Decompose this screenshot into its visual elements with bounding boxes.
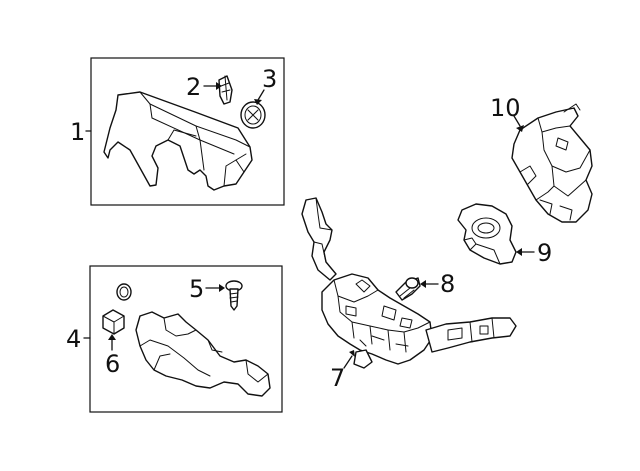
callout-arrow-3 <box>254 89 265 105</box>
clock-spring-part[interactable] <box>511 103 593 223</box>
callout-4: 4 <box>66 325 81 353</box>
clip-part[interactable] <box>218 75 233 105</box>
callout-arrow-2 <box>203 82 222 90</box>
lower-group-frame <box>89 265 283 413</box>
callout-arrow-9 <box>516 248 535 256</box>
callout-5: 5 <box>189 275 204 303</box>
upper-group <box>85 57 285 206</box>
callout-arrow-5 <box>205 284 225 292</box>
cube-part[interactable] <box>102 309 125 335</box>
combination-switch-part[interactable] <box>301 197 517 369</box>
callout-2: 2 <box>186 73 201 101</box>
callout-arrow-8 <box>420 280 439 288</box>
callout-3: 3 <box>262 65 277 93</box>
callout-arrow-6 <box>108 334 116 351</box>
callout-10: 10 <box>490 94 521 122</box>
screw-part[interactable] <box>225 280 243 311</box>
callout-arrow-10 <box>513 115 524 132</box>
ring-part[interactable] <box>116 283 132 301</box>
upper-shroud-part[interactable] <box>103 91 253 191</box>
callout-arrow-7 <box>343 350 355 369</box>
cap-part[interactable] <box>240 101 266 129</box>
callout-1: 1 <box>70 118 85 146</box>
lower-shroud-part[interactable] <box>135 311 271 397</box>
lower-group <box>83 265 283 413</box>
callout-7: 7 <box>330 364 345 392</box>
callout-6: 6 <box>105 350 120 378</box>
bolt-part[interactable] <box>395 277 421 301</box>
angle-sensor-part[interactable] <box>457 203 517 265</box>
callout-8: 8 <box>440 270 455 298</box>
callout-9: 9 <box>537 239 552 267</box>
